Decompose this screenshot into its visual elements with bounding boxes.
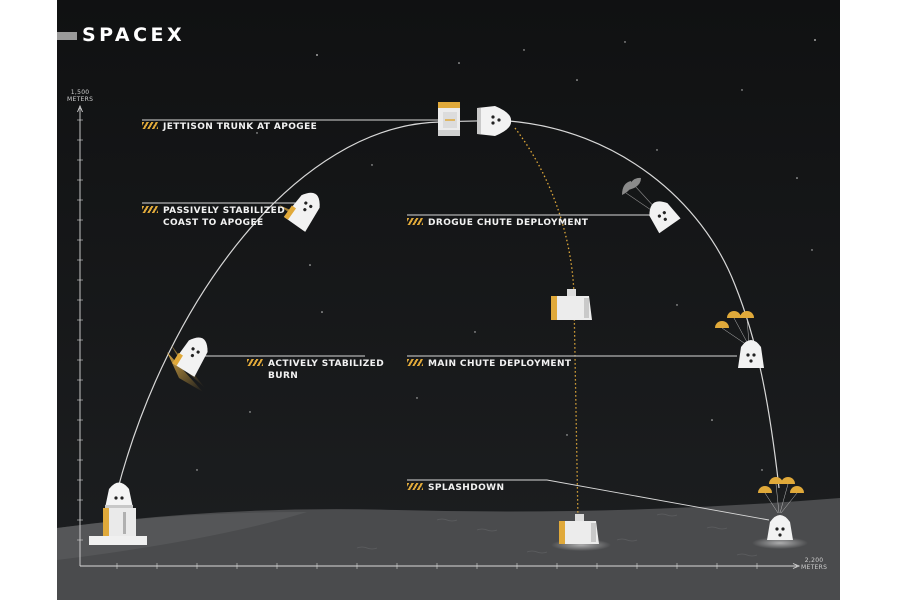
capsule-splashdown	[752, 477, 808, 549]
leader-lines	[142, 119, 770, 521]
x-axis-unit: METERS	[801, 564, 828, 571]
spacex-logo: SPACEX	[82, 24, 186, 46]
y-axis-unit: METERS	[67, 96, 94, 103]
y-axis-value: 1,500	[70, 89, 90, 96]
x-axis-arrow	[792, 563, 801, 569]
infographic: SPACEX 1,500 METERS 2,200 METERS JETTISO…	[57, 0, 840, 600]
accent-hatch	[247, 359, 263, 366]
trunk-landed	[551, 514, 611, 551]
label-coast-line1: PASSIVELY STABILIZED	[163, 206, 286, 216]
x-axis-value: 2,200	[804, 557, 824, 564]
y-axis-arrow	[77, 104, 83, 113]
label-main-text: MAIN CHUTE DEPLOYMENT	[428, 359, 572, 369]
axes	[77, 104, 801, 569]
water-ripples	[356, 513, 758, 557]
accent-hatch	[407, 483, 423, 490]
label-active-burn: ACTIVELY STABILIZED BURN	[247, 358, 384, 382]
label-jettison-trunk: JETTISON TRUNK AT APOGEE	[142, 121, 317, 133]
brand-bar	[57, 32, 77, 40]
infographic-scene	[57, 0, 840, 600]
trunk-at-apogee	[438, 102, 460, 136]
sky-background	[57, 0, 840, 600]
accent-hatch	[142, 122, 158, 129]
label-drogue-chute: DROGUE CHUTE DEPLOYMENT	[407, 217, 588, 229]
y-axis-max-label: 1,500 METERS	[67, 89, 93, 103]
accent-hatch	[407, 359, 423, 366]
label-burn-line1: ACTIVELY STABILIZED	[268, 359, 385, 369]
label-burn-line2: BURN	[268, 371, 299, 381]
accent-hatch	[142, 206, 158, 213]
trunk-falling	[551, 289, 592, 320]
label-main-chute: MAIN CHUTE DEPLOYMENT	[407, 358, 571, 370]
capsule-burn	[167, 337, 208, 392]
capsule-launch-pad	[89, 482, 147, 545]
label-splashdown-text: SPLASHDOWN	[428, 483, 505, 493]
label-jettison-text: JETTISON TRUNK AT APOGEE	[163, 122, 318, 132]
capsule-coast	[279, 192, 320, 232]
label-splashdown: SPLASHDOWN	[407, 482, 504, 494]
accent-hatch	[407, 218, 423, 225]
label-coast-line2: COAST TO APOGEE	[163, 218, 264, 228]
capsule-main-chute	[715, 311, 764, 368]
capsule-apogee	[477, 106, 512, 136]
capsule-drogue	[622, 177, 681, 234]
x-axis-max-label: 2,200 METERS	[801, 557, 827, 571]
label-passive-coast: PASSIVELY STABILIZED COAST TO APOGEE	[142, 205, 285, 229]
label-drogue-text: DROGUE CHUTE DEPLOYMENT	[428, 218, 589, 228]
